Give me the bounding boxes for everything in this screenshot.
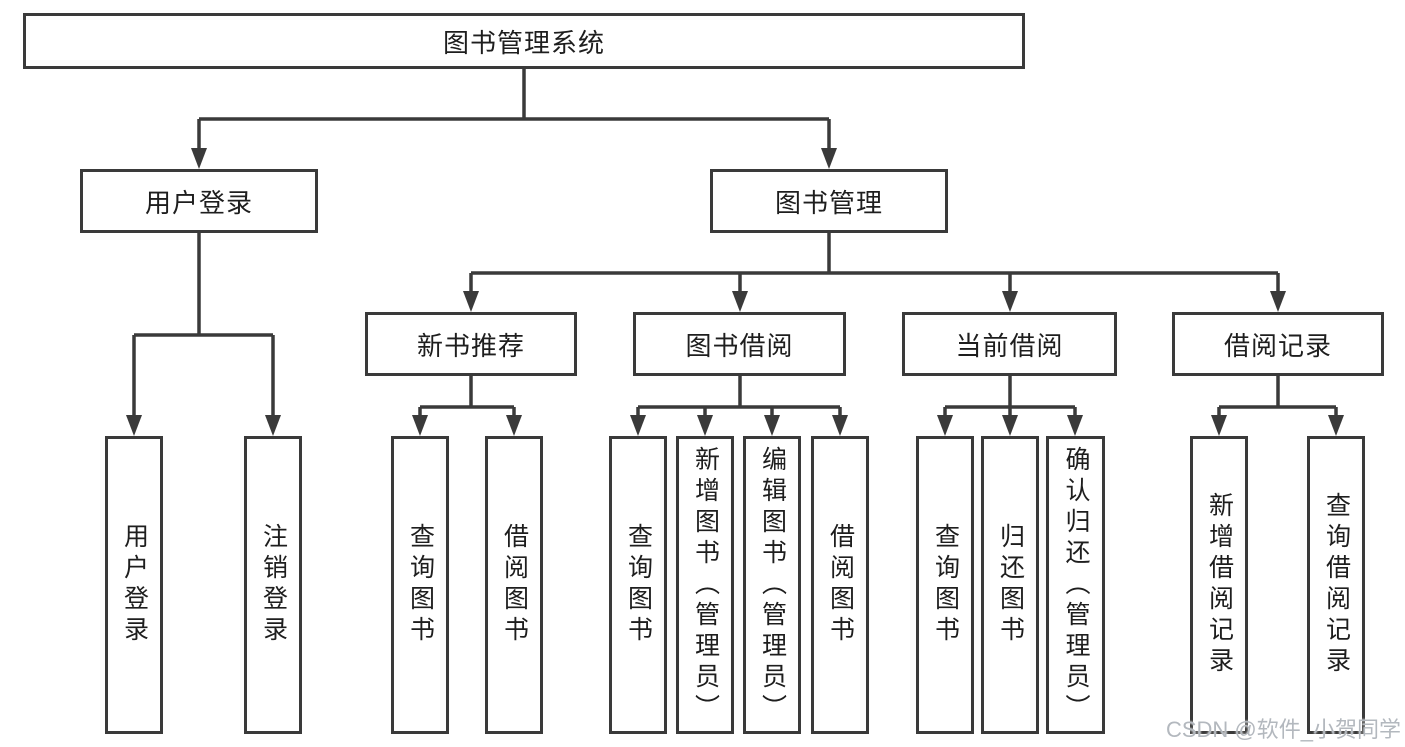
node-book-management-label: 图书管理 — [774, 187, 883, 218]
leaf-return-books: 归还图书 — [981, 436, 1039, 734]
node-borrowing-records: 借阅记录 — [1172, 312, 1384, 376]
leaf-edit-books-admin: 编辑图书（管理员） — [743, 436, 801, 734]
node-library-system: 图书管理系统 — [23, 13, 1025, 69]
leaf-query-books-newbook: 查询图书 — [391, 436, 449, 734]
leaf-logout-label: 注销登录 — [259, 523, 288, 647]
node-new-book-recommendation-label: 新书推荐 — [416, 330, 525, 361]
leaf-query-books-current: 查询图书 — [916, 436, 974, 734]
tree-lines — [132, 69, 1338, 417]
node-book-borrowing: 图书借阅 — [633, 312, 846, 376]
leaf-borrow-books-borrowing-label: 借阅图书 — [826, 523, 855, 647]
leaf-borrow-books-newbook-label: 借阅图书 — [500, 523, 529, 647]
node-book-management: 图书管理 — [710, 169, 948, 233]
leaf-edit-books-admin-label: 编辑图书（管理员） — [758, 445, 787, 725]
node-library-system-label: 图书管理系统 — [442, 27, 605, 58]
csdn-watermark: CSDN @软件_小贺同学 — [1165, 717, 1401, 742]
leaf-add-borrow-record-label: 新增借阅记录 — [1205, 492, 1234, 678]
leaf-confirm-return-admin: 确认归还（管理员） — [1046, 436, 1105, 734]
leaf-query-books-newbook-label: 查询图书 — [406, 523, 435, 647]
node-current-borrowing: 当前借阅 — [902, 312, 1117, 376]
node-book-borrowing-label: 图书借阅 — [685, 330, 794, 361]
leaf-borrow-books-borrowing: 借阅图书 — [811, 436, 869, 734]
leaf-query-borrow-record: 查询借阅记录 — [1307, 436, 1365, 734]
leaf-query-borrow-record-label: 查询借阅记录 — [1322, 492, 1351, 678]
node-user-login-label: 用户登录 — [144, 187, 253, 218]
node-current-borrowing-label: 当前借阅 — [955, 330, 1064, 361]
leaf-query-books-borrowing: 查询图书 — [609, 436, 667, 734]
leaf-add-books-admin: 新增图书（管理员） — [676, 436, 734, 734]
leaf-user-login: 用户登录 — [105, 436, 163, 734]
leaf-query-books-current-label: 查询图书 — [931, 523, 960, 647]
leaf-user-login-label: 用户登录 — [120, 523, 149, 647]
node-borrowing-records-label: 借阅记录 — [1223, 330, 1332, 361]
node-user-login: 用户登录 — [80, 169, 318, 233]
leaf-borrow-books-newbook: 借阅图书 — [485, 436, 543, 734]
leaf-add-borrow-record: 新增借阅记录 — [1190, 436, 1248, 734]
leaf-add-books-admin-label: 新增图书（管理员） — [691, 445, 720, 725]
leaf-return-books-label: 归还图书 — [996, 523, 1025, 647]
leaf-logout: 注销登录 — [244, 436, 302, 734]
arrowheads — [126, 148, 1344, 436]
leaf-query-books-borrowing-label: 查询图书 — [624, 523, 653, 647]
leaf-confirm-return-admin-label: 确认归还（管理员） — [1062, 445, 1090, 725]
node-new-book-recommendation: 新书推荐 — [365, 312, 577, 376]
